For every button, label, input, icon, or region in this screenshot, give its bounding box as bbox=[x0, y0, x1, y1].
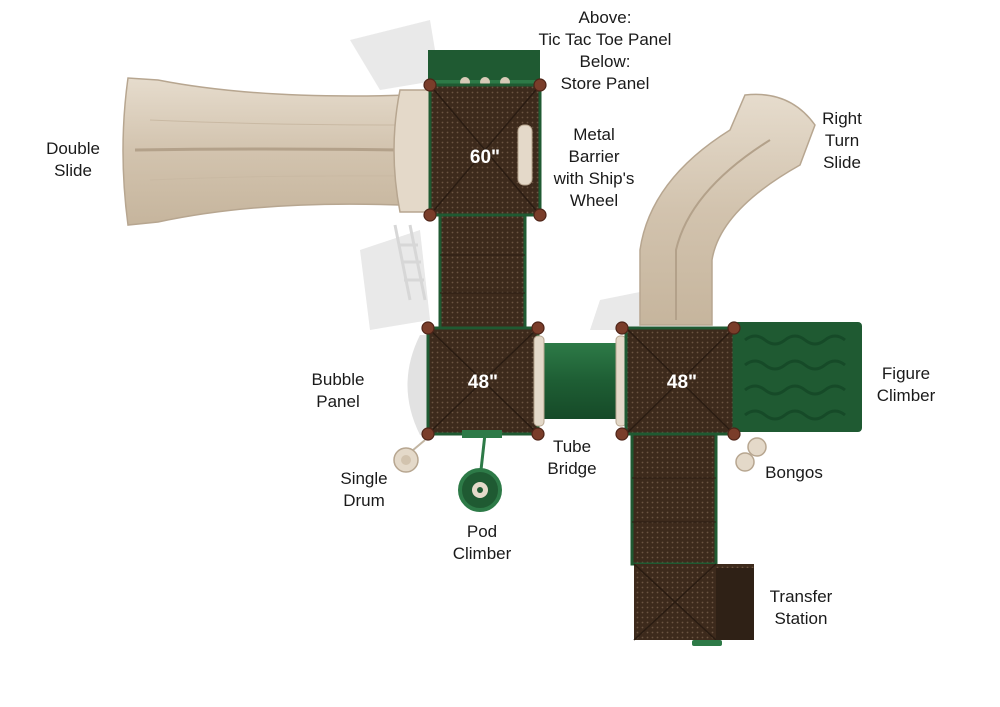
deck-height-48-right: 48" bbox=[666, 372, 698, 393]
bubble-panel bbox=[407, 335, 430, 435]
label-tic-tac-toe-store-panel: Above: Tic Tac Toe Panel Below: Store Pa… bbox=[538, 8, 672, 93]
pod-climber bbox=[458, 430, 502, 512]
label-double-slide: Double Slide bbox=[46, 139, 100, 180]
label-figure-climber: Figure Climber bbox=[876, 364, 936, 405]
label-tube-bridge: Tube Bridge bbox=[547, 437, 597, 478]
single-drum bbox=[393, 439, 426, 473]
transfer-station-deck bbox=[633, 563, 754, 646]
bongos bbox=[735, 437, 767, 472]
label-right-turn-slide: Right Turn Slide bbox=[822, 109, 862, 172]
label-single-drum: Single Drum bbox=[340, 469, 388, 510]
ground-shadows bbox=[350, 20, 650, 330]
label-metal-barrier: Metal Barrier with Ship's Wheel bbox=[553, 125, 635, 210]
post-caps bbox=[421, 78, 741, 441]
double-slide bbox=[122, 77, 431, 226]
label-bubble-panel: Bubble Panel bbox=[311, 370, 365, 411]
ships-wheel-barrier bbox=[517, 124, 533, 186]
lower-walkway bbox=[630, 432, 718, 566]
right-turn-slide bbox=[639, 93, 816, 326]
label-transfer-station: Transfer Station bbox=[769, 587, 833, 628]
figure-climber bbox=[734, 322, 862, 432]
ladders bbox=[393, 224, 427, 301]
deck-60 bbox=[428, 83, 542, 217]
deck-height-60: 60" bbox=[469, 147, 501, 168]
deck-48-left bbox=[426, 326, 540, 436]
deck-48-right bbox=[624, 326, 736, 436]
tube-bridge bbox=[533, 335, 627, 427]
label-pod-climber: Pod Climber bbox=[452, 522, 512, 563]
label-bongos: Bongos bbox=[765, 463, 823, 482]
deck-height-48-left: 48" bbox=[467, 372, 499, 393]
walkway-steps bbox=[438, 213, 527, 332]
